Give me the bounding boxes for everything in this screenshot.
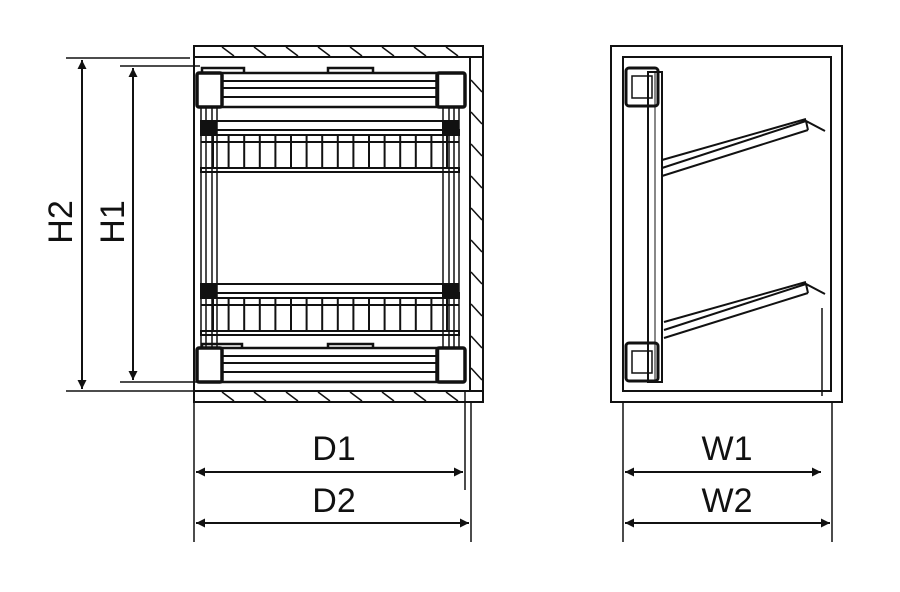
hatch-mark [470,239,483,253]
hatch-mark [285,46,299,57]
hatch-mark [413,391,427,402]
hatch-mark [445,391,459,402]
basket-bracket [200,283,217,297]
side-view-cabinet [610,45,843,403]
corner-block [435,71,467,109]
rail [220,71,440,109]
label-h1: H1 [94,200,132,243]
hatch-mark [349,46,363,57]
hatch-mark [470,143,483,157]
hatch-mark [470,175,483,189]
hatch-mark [317,391,331,402]
hatch-mark [445,46,459,57]
hatch-mark [221,391,235,402]
hatch-mark [413,46,427,57]
dimension-lines [66,57,833,542]
clip [326,66,375,73]
corner-block [195,346,224,384]
side-view-racks [661,118,826,339]
hatch-mark [470,335,483,349]
label-d2: D2 [312,482,355,520]
hatch-mark [470,79,483,93]
hatch-mark [470,271,483,285]
label-w2: W2 [702,482,753,520]
basket-bracket [442,283,459,297]
corner-block [435,346,467,384]
corner-block [195,71,224,109]
front-view-basket [195,66,467,384]
hatch-mark [470,367,483,381]
label-d1: D1 [312,430,355,468]
hatch-mark [221,46,235,57]
basket-rim [200,292,460,299]
clip [200,342,244,349]
hatch-mark [381,46,395,57]
clip [326,342,375,349]
hatch-mark [470,207,483,221]
hatch-mark [285,391,299,402]
hatch-mark [349,391,363,402]
basket-bottom [200,330,460,336]
hatch-mark [253,391,267,402]
basket-bottom [200,167,460,173]
label-w1: W1 [702,430,753,468]
basket-bracket [200,120,217,134]
label-h2: H2 [42,200,80,243]
hatch-mark [317,46,331,57]
basket-rim [200,129,460,136]
hatch-mark [470,111,483,125]
basket-bracket [442,120,459,134]
hatch-mark [253,46,267,57]
rail [220,346,440,384]
front-view-cabinet [193,45,484,403]
hatch-mark [381,391,395,402]
hatch-mark [470,303,483,317]
clip [200,66,246,73]
